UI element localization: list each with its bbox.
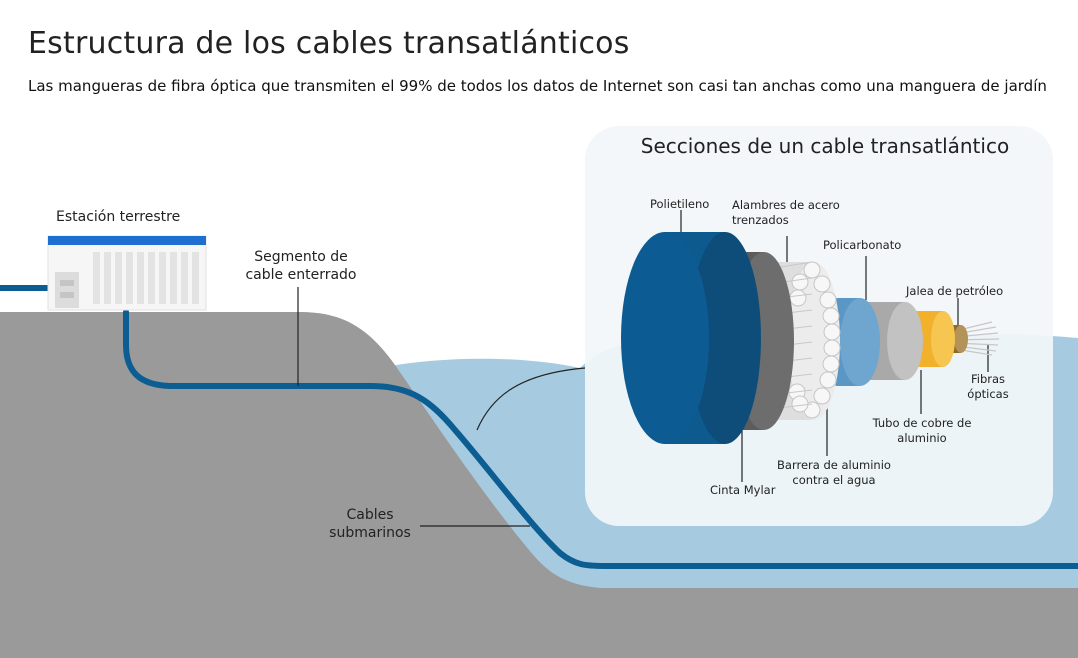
page-subtitle: Las mangueras de fibra óptica que transm… <box>28 77 1047 95</box>
leader-panel <box>476 367 586 431</box>
label-copper-line-1: Tubo de cobre de <box>872 416 972 430</box>
label-steel-line-2: trenzados <box>732 213 789 227</box>
label-barrier-line-2: contra el agua <box>792 473 876 487</box>
label-submarine-line-2: submarinos <box>329 525 411 541</box>
label-buried-segment: Segmento de cable enterrado <box>226 248 376 284</box>
label-water-barrier: Barrera de aluminio contra el agua <box>772 458 896 488</box>
label-copper-line-2: aluminio <box>897 431 947 445</box>
label-steel-wires: Alambres de acero trenzados <box>732 198 840 228</box>
credit-source: Source: USPTO <box>24 603 114 617</box>
label-mylar-tape: Cinta Mylar <box>710 483 776 497</box>
label-buried-line-1: Segmento de <box>254 249 348 265</box>
label-polycarbonate: Policarbonato <box>823 238 902 252</box>
label-barrier-line-1: Barrera de aluminio <box>777 458 891 472</box>
label-fibers-line-2: ópticas <box>967 387 1009 401</box>
label-polyethylene: Polietileno <box>650 197 710 211</box>
panel-title: Secciones de un cable transatlántico <box>640 134 1010 158</box>
land-mass <box>0 312 1078 658</box>
label-submarine-line-1: Cables <box>346 507 394 523</box>
label-petroleum-jelly: Jalea de petróleo <box>906 284 1004 298</box>
buried-cable <box>0 285 1078 569</box>
label-steel-line-1: Alambres de acero <box>732 198 840 212</box>
label-optical-fibers: Fibras ópticas <box>958 372 1018 402</box>
ground-station-building <box>47 235 207 311</box>
page-title: Estructura de los cables transatlánticos <box>28 26 630 61</box>
polyethylene <box>621 232 761 444</box>
label-copper-tube: Tubo de cobre de aluminio <box>872 416 972 446</box>
label-submarine-cables: Cables submarinos <box>320 506 420 542</box>
label-buried-line-2: cable enterrado <box>245 267 357 283</box>
credit-graphic: Graphic: Natalie Leung, CNN <box>24 626 186 640</box>
label-fibers-line-1: Fibras <box>970 372 1006 386</box>
cable-cross-section <box>621 232 1000 444</box>
label-ground-station: Estación terrestre <box>56 209 181 225</box>
